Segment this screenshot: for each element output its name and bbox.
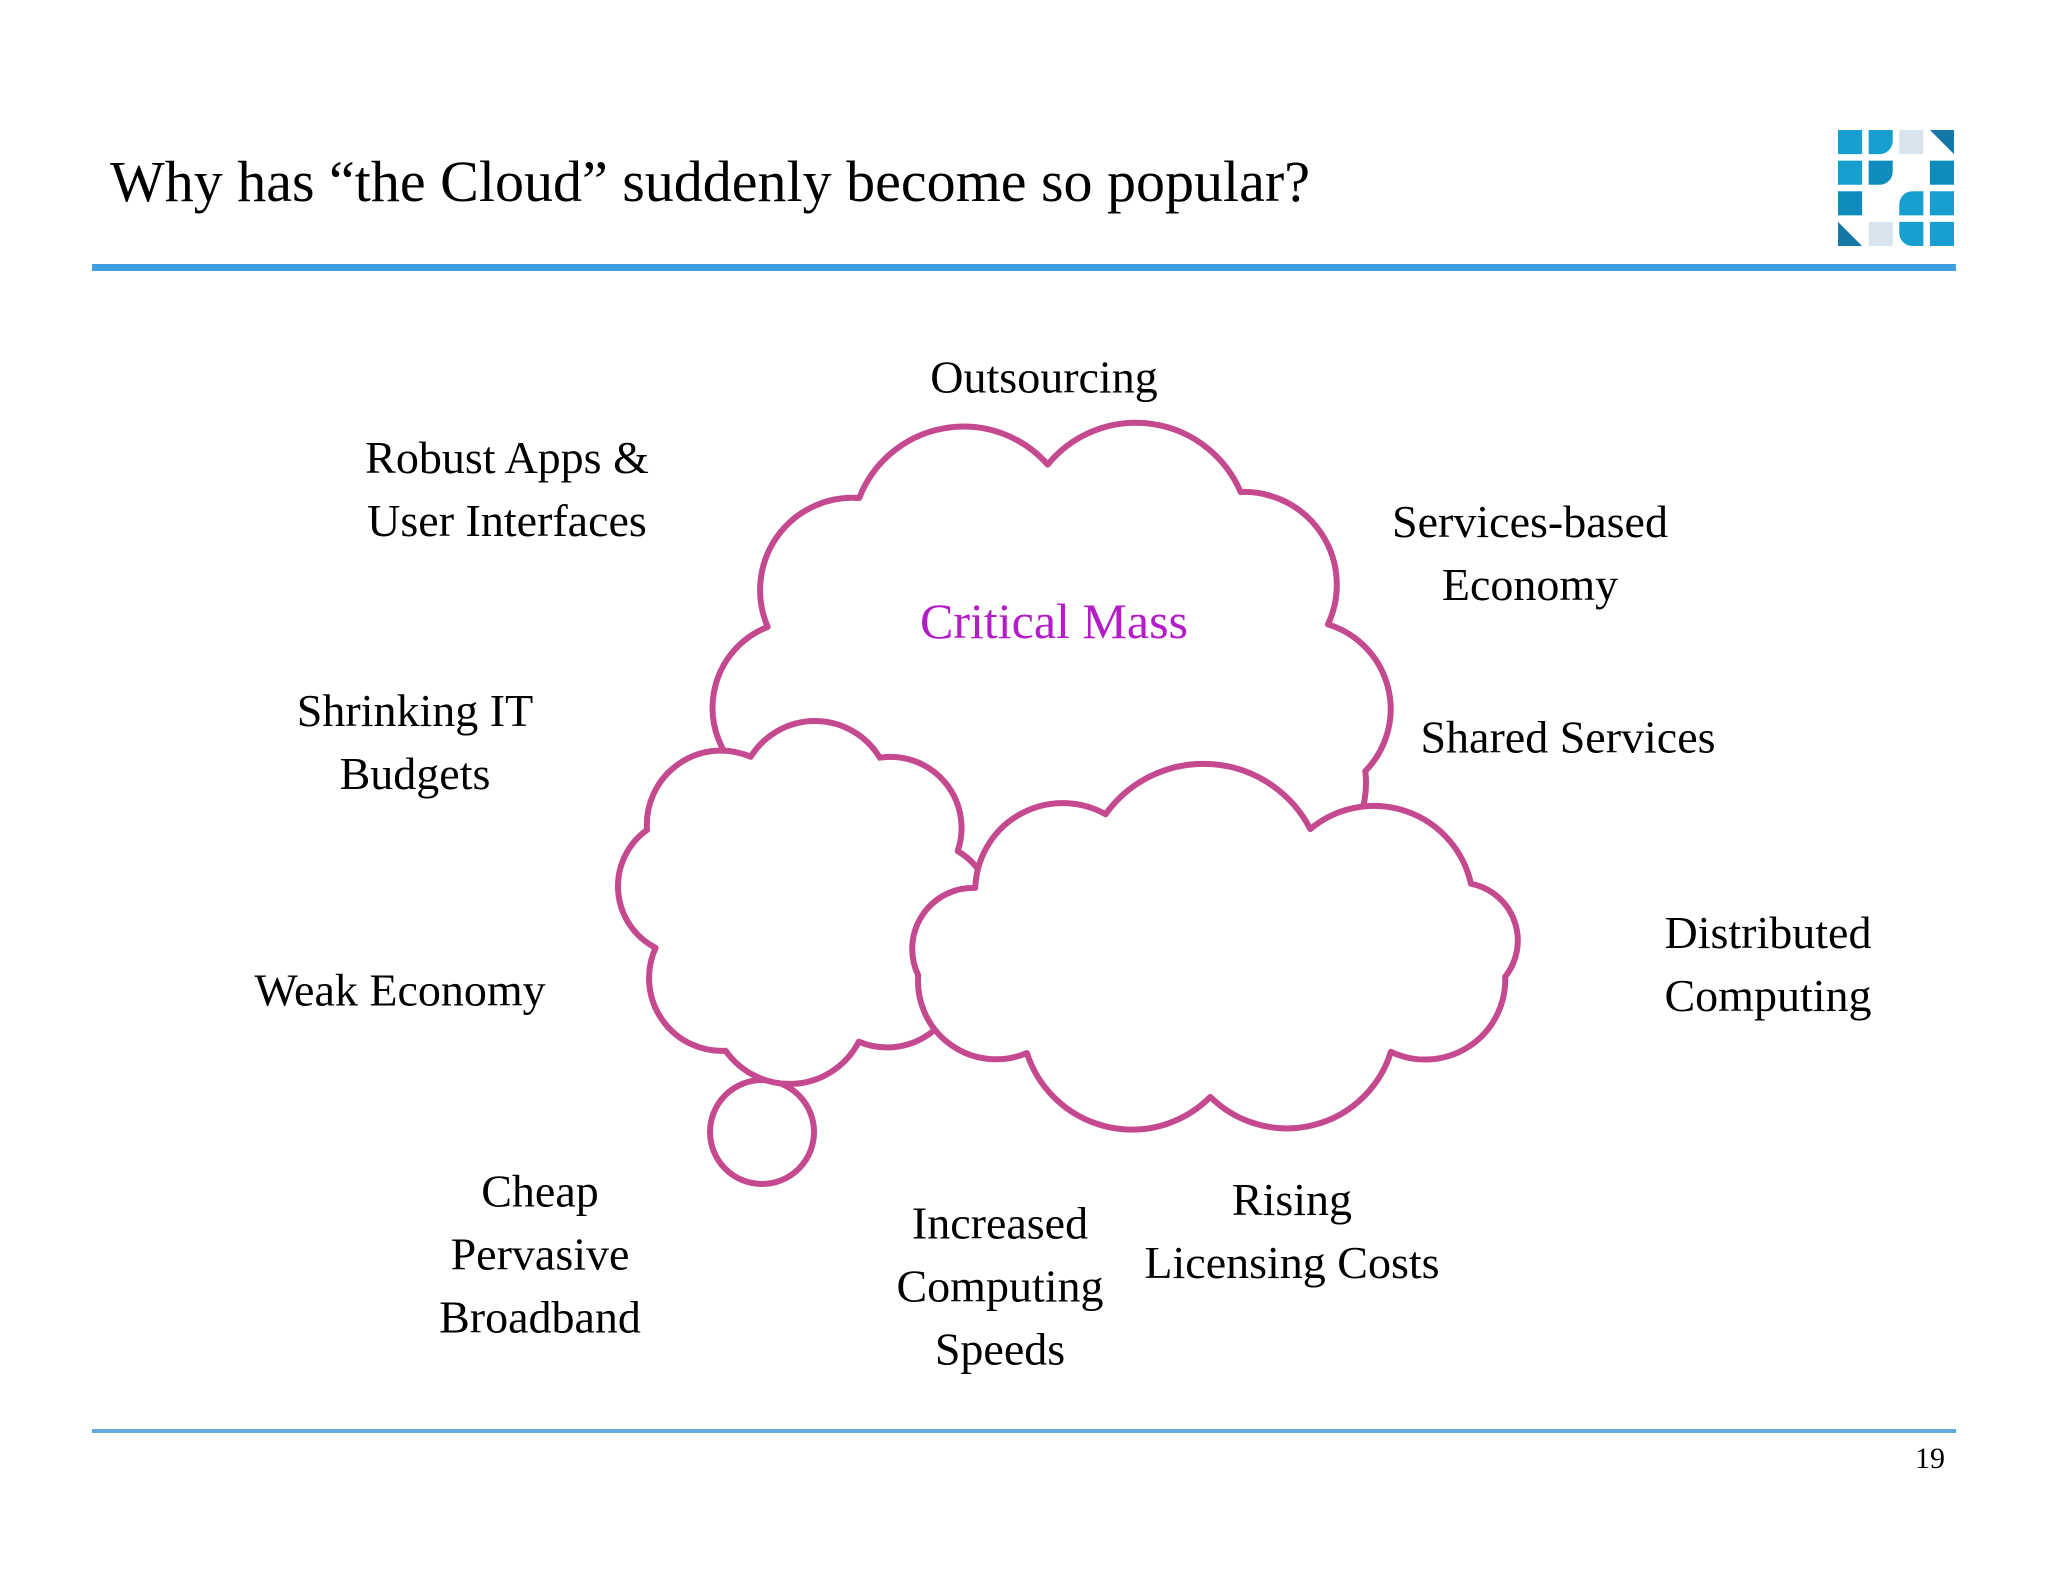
cloud-right-outline	[909, 760, 1521, 1133]
factor-rising-licensing-costs: Rising Licensing Costs	[1144, 1174, 1440, 1288]
critical-mass-label: Critical Mass	[919, 593, 1189, 649]
factor-shrinking-it-budgets: Shrinking IT Budgets	[296, 685, 534, 799]
factor-increased-computing-speeds: Increased Computing Speeds	[896, 1197, 1104, 1375]
slide-title: Why has “the Cloud” suddenly become so p…	[110, 149, 1310, 214]
factor-weak-economy: Weak Economy	[254, 964, 546, 1016]
company-logo	[1838, 130, 1954, 246]
cloud-left-outline	[615, 718, 995, 1087]
factor-services-based-economy: Services-based Economy	[1392, 496, 1668, 610]
factor-distributed-computing: Distributed Computing	[1664, 907, 1872, 1021]
factor-robust-apps-user-interfaces: Robust Apps & User Interfaces	[365, 432, 649, 546]
cloud-tail-bubble	[707, 1077, 817, 1187]
factor-shared-services: Shared Services	[1420, 711, 1716, 763]
factor-outsourcing: Outsourcing	[930, 351, 1158, 403]
title-underline	[92, 264, 1956, 271]
factor-cheap-pervasive-broadband: Cheap Pervasive Broadband	[439, 1165, 641, 1343]
footer-rule	[92, 1429, 1956, 1433]
page-number: 19	[1915, 1442, 1945, 1475]
